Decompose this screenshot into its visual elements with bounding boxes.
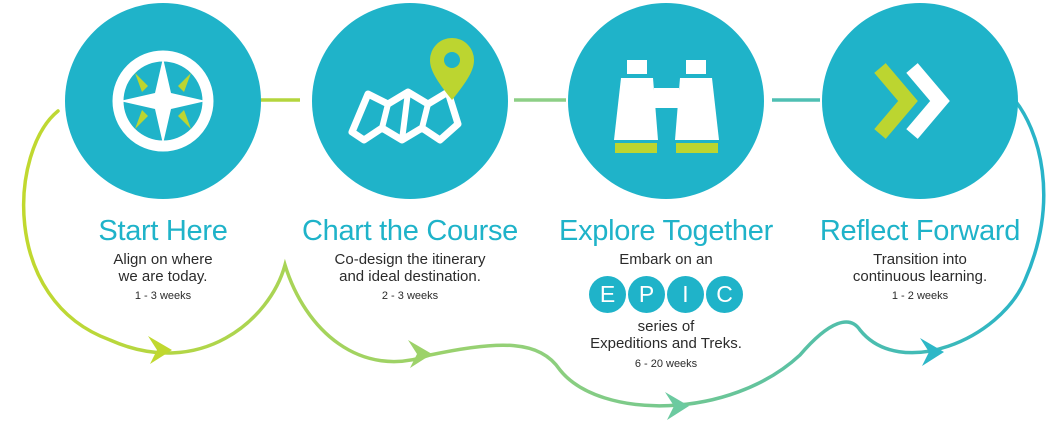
step-title: Start Here	[98, 215, 228, 247]
step-description-line: Embark on an	[619, 251, 713, 268]
epic-letter-c: C	[706, 275, 743, 313]
step-description-line: continuous learning.	[852, 268, 988, 285]
step-description-line: we are today.	[118, 268, 208, 285]
step-description-line: series of	[637, 318, 695, 335]
step-description-line: Transition into	[873, 251, 967, 268]
step-description-line: and ideal destination.	[339, 268, 481, 285]
step-title: Chart the Course	[301, 215, 519, 247]
arrowhead-icon	[408, 340, 432, 368]
step-title: Explore Together	[559, 215, 773, 247]
epic-letter-i: I	[667, 275, 704, 313]
epic-badge: E P I C	[541, 275, 791, 313]
step-title: Reflect Forward	[819, 215, 1021, 247]
map-pin-icon	[348, 38, 474, 144]
step-description-line: Co-design the itinerary	[334, 251, 486, 268]
step-duration: 1 - 2 weeks	[891, 290, 949, 302]
epic-letter-p: P	[628, 275, 665, 313]
step-description-line: Align on where	[113, 251, 213, 268]
compass-icon	[112, 50, 214, 152]
arrowhead-icon	[665, 392, 689, 420]
arrowhead-icon	[920, 338, 944, 366]
flow-curve	[21, 96, 1046, 408]
double-chevron-icon	[874, 63, 950, 139]
step-description-line: Expeditions and Treks.	[590, 335, 742, 352]
arrowhead-icon	[148, 336, 172, 364]
epic-letter-e: E	[589, 275, 626, 313]
step-duration: 6 - 20 weeks	[634, 358, 698, 370]
step-duration: 2 - 3 weeks	[381, 290, 439, 302]
step-circle	[312, 3, 508, 199]
step-circle	[822, 3, 1018, 199]
binoculars-icon	[614, 60, 719, 153]
step-duration: 1 - 3 weeks	[134, 290, 192, 302]
